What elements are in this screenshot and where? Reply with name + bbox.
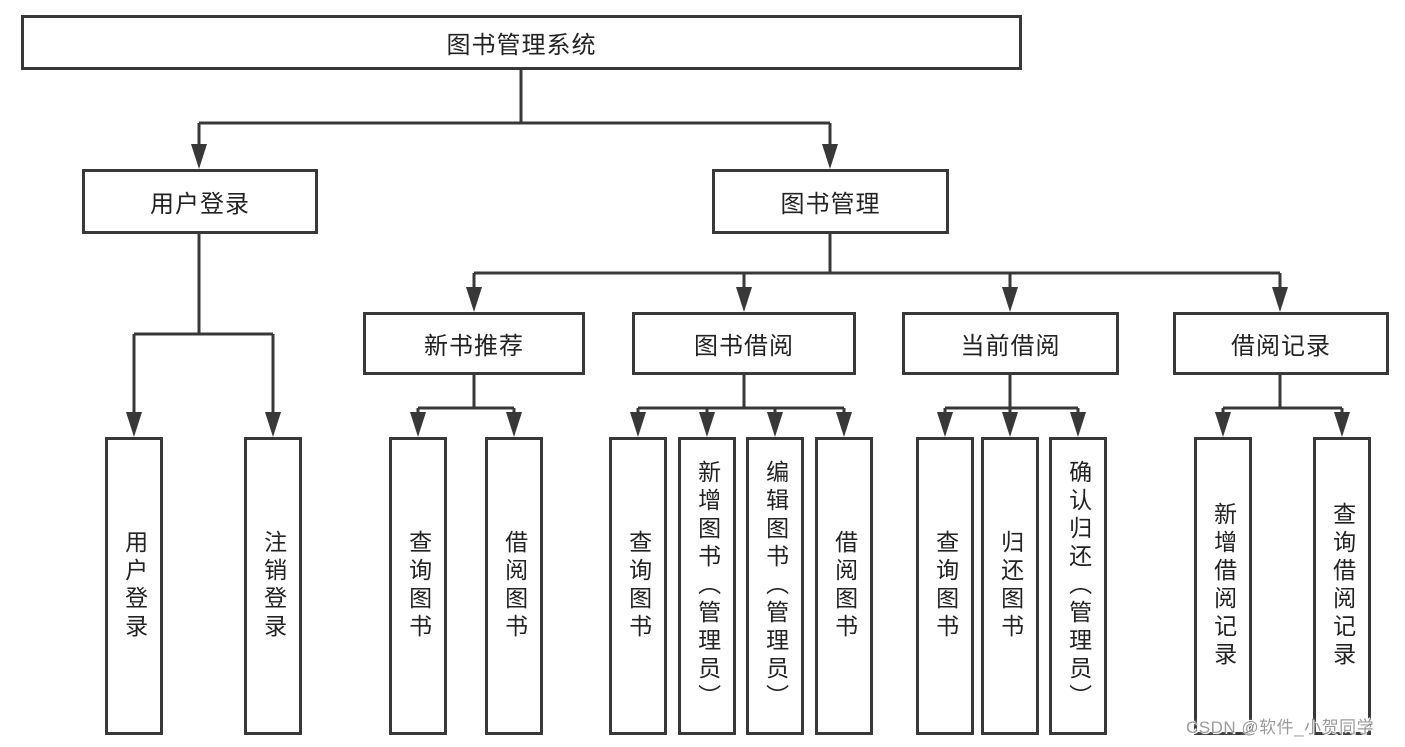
- node-label: 查询图书: [932, 530, 959, 642]
- node-leaf-query-books-2: 查询图书: [609, 437, 667, 735]
- edge-newbooks-to-leaves: [416, 375, 516, 414]
- node-label: 图书管理系统: [446, 32, 597, 59]
- arrow-icon: [1334, 412, 1350, 437]
- node-leaf-query-borrow-record: 查询借阅记录: [1313, 437, 1371, 735]
- node-new-book-recommend: 新书推荐: [363, 312, 585, 375]
- node-label: 归还图书: [997, 530, 1024, 642]
- arrow-icon: [126, 412, 142, 437]
- node-leaf-query-books-3: 查询图书: [916, 437, 974, 735]
- arrow-icon: [506, 412, 522, 437]
- arrow-icon: [191, 144, 207, 169]
- node-leaf-logout: 注销登录: [244, 437, 302, 735]
- node-leaf-borrow-books-1: 借阅图书: [485, 437, 543, 735]
- node-label: 用户登录: [150, 191, 250, 218]
- arrow-icon: [822, 144, 838, 169]
- edge-current-to-leaves: [943, 375, 1080, 414]
- node-label: 注销登录: [260, 530, 287, 642]
- node-label: 图书借阅: [694, 333, 794, 360]
- edge-root-to-level2: [197, 70, 832, 147]
- node-label: 确认归还（管理员）: [1065, 460, 1092, 712]
- node-leaf-confirm-return-admin: 确认归还（管理员）: [1049, 437, 1107, 735]
- tree-edges: [132, 70, 1344, 414]
- node-label: 当前借阅: [960, 333, 1061, 360]
- edge-userlogin-to-leaves: [132, 234, 275, 414]
- arrow-icon: [1002, 287, 1018, 312]
- node-leaf-add-book-admin: 新增图书（管理员）: [678, 437, 736, 735]
- node-leaf-borrow-books-2: 借阅图书: [815, 437, 873, 735]
- node-label: 借阅图书: [501, 530, 528, 642]
- node-book-borrowing: 图书借阅: [632, 312, 856, 375]
- edge-bookmgmt-to-level3: [472, 233, 1282, 290]
- node-label: 用户登录: [121, 530, 148, 642]
- csdn-watermark: CSDN @软件_小贺同学: [1186, 718, 1375, 737]
- node-leaf-user-login: 用户登录: [105, 437, 163, 735]
- arrow-icon: [1215, 412, 1231, 437]
- node-label: 新书推荐: [424, 333, 524, 360]
- node-leaf-return-books: 归还图书: [981, 437, 1039, 735]
- node-leaf-edit-book-admin: 编辑图书（管理员）: [746, 437, 804, 735]
- arrow-icon: [736, 287, 752, 312]
- node-root-system: 图书管理系统: [21, 15, 1022, 70]
- edge-records-to-leaves: [1221, 375, 1344, 414]
- arrow-icon: [466, 287, 482, 312]
- arrow-icon: [1002, 412, 1018, 437]
- node-label: 查询图书: [405, 530, 432, 642]
- node-label: 图书管理: [780, 191, 881, 218]
- node-label: 借阅记录: [1231, 333, 1331, 360]
- arrow-icon: [630, 412, 646, 437]
- node-user-login-module: 用户登录: [82, 169, 318, 234]
- node-label: 借阅图书: [831, 530, 858, 642]
- node-label: 查询借阅记录: [1329, 502, 1356, 670]
- node-label: 编辑图书（管理员）: [762, 460, 789, 712]
- node-book-management-module: 图书管理: [712, 169, 949, 234]
- node-current-borrowing: 当前借阅: [902, 312, 1119, 375]
- arrow-icon: [410, 412, 426, 437]
- edge-borrowing-to-leaves: [636, 375, 846, 414]
- arrow-icon: [836, 412, 852, 437]
- arrow-icon: [265, 412, 281, 437]
- arrow-icon: [767, 412, 783, 437]
- arrowheads: [126, 144, 1350, 437]
- node-borrowing-records: 借阅记录: [1173, 312, 1389, 375]
- arrow-icon: [1070, 412, 1086, 437]
- arrow-icon: [1272, 287, 1288, 312]
- node-label: 新增图书（管理员）: [694, 460, 721, 712]
- arrow-icon: [699, 412, 715, 437]
- node-label: 新增借阅记录: [1210, 502, 1237, 670]
- node-label: 查询图书: [625, 530, 652, 642]
- arrow-icon: [937, 412, 953, 437]
- node-leaf-query-books-1: 查询图书: [389, 437, 447, 735]
- node-leaf-add-borrow-record: 新增借阅记录: [1194, 437, 1252, 735]
